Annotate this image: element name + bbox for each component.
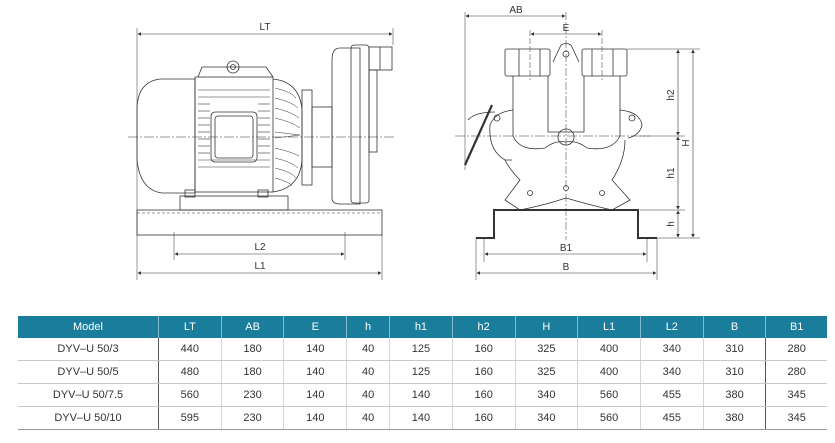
dim-label-h2: h2 (666, 89, 677, 101)
value-cell: 40 (346, 338, 391, 361)
dim-label-H: H (681, 139, 692, 146)
value-cell: 480 (158, 360, 222, 384)
model-cell: DYV–U 50/10 (18, 406, 159, 430)
dim-label-l1: L1 (254, 261, 266, 272)
value-cell: 340 (640, 360, 704, 384)
value-cell: 230 (221, 406, 285, 430)
value-cell: 40 (346, 383, 391, 407)
column-header-h: h (346, 316, 391, 338)
dim-label-h: h (666, 221, 677, 227)
model-cell: DYV–U 50/5 (18, 360, 159, 384)
value-cell: 160 (452, 360, 516, 384)
value-cell: 595 (158, 406, 222, 430)
value-cell: 180 (221, 338, 285, 361)
dim-label-l2: L2 (254, 242, 266, 253)
dim-label-b1: B1 (560, 243, 573, 254)
model-cell: DYV–U 50/7.5 (18, 383, 159, 407)
value-cell: 400 (577, 338, 641, 361)
value-cell: 125 (389, 338, 453, 361)
value-cell: 325 (515, 338, 579, 361)
column-header-model: Model (18, 316, 159, 338)
value-cell: 455 (640, 406, 704, 430)
value-cell: 560 (158, 383, 222, 407)
dim-label-e: E (563, 23, 570, 34)
value-cell: 310 (703, 360, 767, 384)
dim-label-lt: LT (260, 22, 271, 33)
dim-label-b: B (563, 262, 570, 273)
value-cell: 230 (221, 383, 285, 407)
value-cell: 310 (703, 338, 767, 361)
value-cell: 440 (158, 338, 222, 361)
column-header-h1: h1 (389, 316, 453, 338)
table-header-row: Model LT AB E h h1 h2 H L1 L2 B B1 (18, 316, 827, 338)
value-cell: 380 (703, 383, 767, 407)
column-header-ab: AB (221, 316, 285, 338)
value-cell: 280 (765, 338, 827, 361)
value-cell: 345 (765, 383, 827, 407)
value-cell: 325 (515, 360, 579, 384)
column-header-l2: L2 (640, 316, 704, 338)
value-cell: 160 (452, 338, 516, 361)
value-cell: 40 (346, 360, 391, 384)
value-cell: 140 (283, 360, 348, 384)
value-cell: 280 (765, 360, 827, 384)
model-cell: DYV–U 50/3 (18, 338, 159, 361)
value-cell: 400 (577, 360, 641, 384)
column-header-b: B (703, 316, 767, 338)
column-header-b1: B1 (765, 316, 827, 338)
value-cell: 180 (221, 360, 285, 384)
dimension-table: Model LT AB E h h1 h2 H L1 L2 B B1 DYV–U… (18, 316, 827, 430)
value-cell: 140 (389, 406, 453, 430)
value-cell: 160 (452, 383, 516, 407)
value-cell: 340 (640, 338, 704, 361)
value-cell: 340 (515, 383, 579, 407)
front-view (455, 12, 700, 280)
technical-drawing: LT L2 L1 (128, 5, 700, 280)
column-header-H: H (515, 316, 579, 338)
value-cell: 140 (283, 383, 348, 407)
pump-dimension-drawing: LT L2 L1 (128, 5, 700, 280)
column-header-lt: LT (158, 316, 222, 338)
value-cell: 340 (515, 406, 579, 430)
dim-label-ab: AB (509, 5, 523, 16)
value-cell: 140 (283, 338, 348, 361)
value-cell: 345 (765, 406, 827, 430)
column-header-h2: h2 (452, 316, 516, 338)
value-cell: 140 (389, 383, 453, 407)
dim-label-h1: h1 (666, 167, 677, 179)
column-header-l1: L1 (577, 316, 641, 338)
side-view (128, 28, 396, 280)
value-cell: 560 (577, 406, 641, 430)
value-cell: 160 (452, 406, 516, 430)
column-header-e: E (283, 316, 348, 338)
value-cell: 125 (389, 360, 453, 384)
value-cell: 560 (577, 383, 641, 407)
value-cell: 140 (283, 406, 348, 430)
value-cell: 455 (640, 383, 704, 407)
value-cell: 40 (346, 406, 391, 430)
value-cell: 380 (703, 406, 767, 430)
